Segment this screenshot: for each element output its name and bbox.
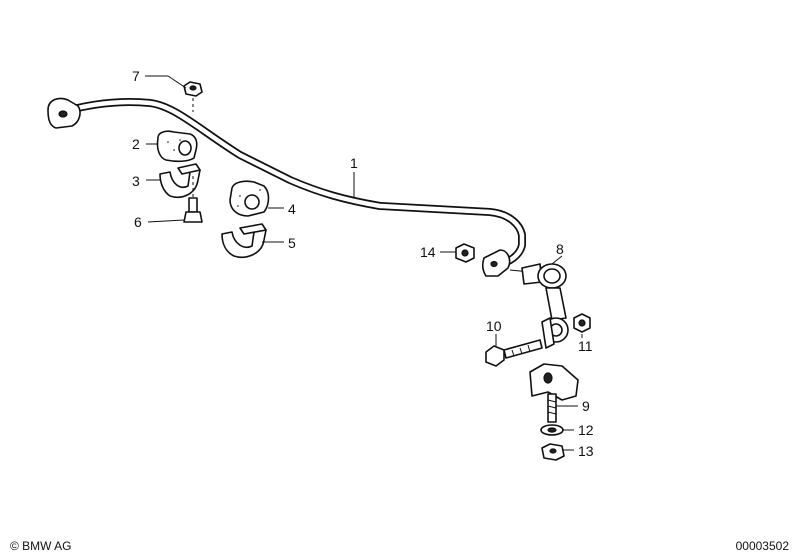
callout-10[interactable]: 10 — [486, 318, 502, 334]
callout-1[interactable]: 1 — [350, 155, 358, 171]
callout-4[interactable]: 4 — [288, 201, 296, 217]
clamp-part-5[interactable] — [221, 223, 267, 258]
stabilizer-bar[interactable] — [47, 97, 526, 277]
document-number: 00003502 — [735, 539, 789, 553]
bolt-part-6[interactable] — [183, 176, 203, 223]
clamp-part-3[interactable] — [159, 163, 201, 198]
callout-11[interactable]: 11 — [578, 338, 593, 354]
callout-9[interactable]: 9 — [582, 398, 590, 414]
nut-part-7[interactable] — [183, 81, 203, 97]
bolt-part-10[interactable] — [485, 339, 543, 367]
callout-13[interactable]: 13 — [578, 443, 594, 459]
callout-2[interactable]: 2 — [132, 136, 140, 152]
callout-14[interactable]: 14 — [420, 244, 436, 260]
washer-part-12[interactable] — [540, 424, 564, 436]
rubber-mounting-part-2[interactable] — [156, 130, 198, 163]
callout-6[interactable]: 6 — [134, 214, 142, 230]
callout-12[interactable]: 12 — [578, 422, 594, 438]
callout-5[interactable]: 5 — [288, 235, 296, 251]
callout-3[interactable]: 3 — [132, 173, 140, 189]
nut-part-13[interactable] — [541, 443, 565, 461]
nut-part-14[interactable] — [455, 243, 475, 263]
stabilizer-link-part-8[interactable] — [509, 263, 569, 349]
callout-7[interactable]: 7 — [132, 68, 140, 84]
bracket-part-9[interactable] — [529, 363, 579, 423]
rubber-mounting-part-4[interactable] — [229, 180, 270, 217]
callout-8[interactable]: 8 — [556, 241, 564, 257]
copyright-text: © BMW AG — [10, 539, 72, 553]
nut-part-11[interactable] — [573, 313, 591, 333]
